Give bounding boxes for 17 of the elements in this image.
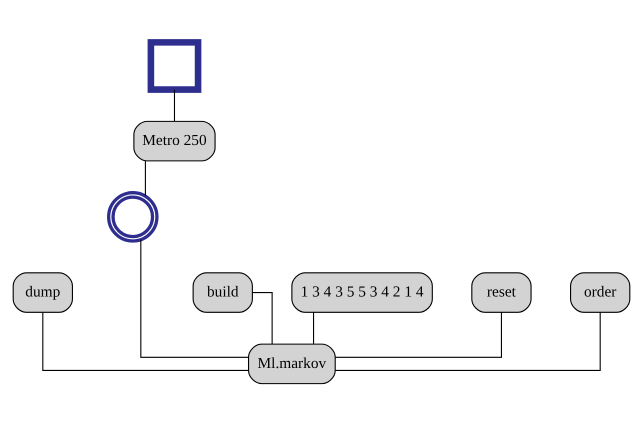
connector: [140, 239, 248, 358]
node-box: reset: [471, 272, 532, 312]
node-box: [148, 38, 202, 92]
connector: [174, 89, 176, 121]
node-box: order: [570, 272, 630, 312]
connector: [252, 292, 273, 344]
node-box: Ml.markov: [248, 343, 336, 384]
connector: [335, 312, 601, 370]
node-box: build: [192, 272, 253, 312]
connector: [144, 160, 146, 196]
connector: [335, 312, 502, 358]
node-circle: [107, 190, 159, 242]
connector: [42, 312, 248, 370]
node-box: Metro 250: [133, 120, 216, 161]
node-box: 1 3 4 3 5 5 3 4 2 1 4: [291, 272, 433, 312]
connector: [313, 312, 314, 344]
node-box: dump: [12, 272, 73, 312]
